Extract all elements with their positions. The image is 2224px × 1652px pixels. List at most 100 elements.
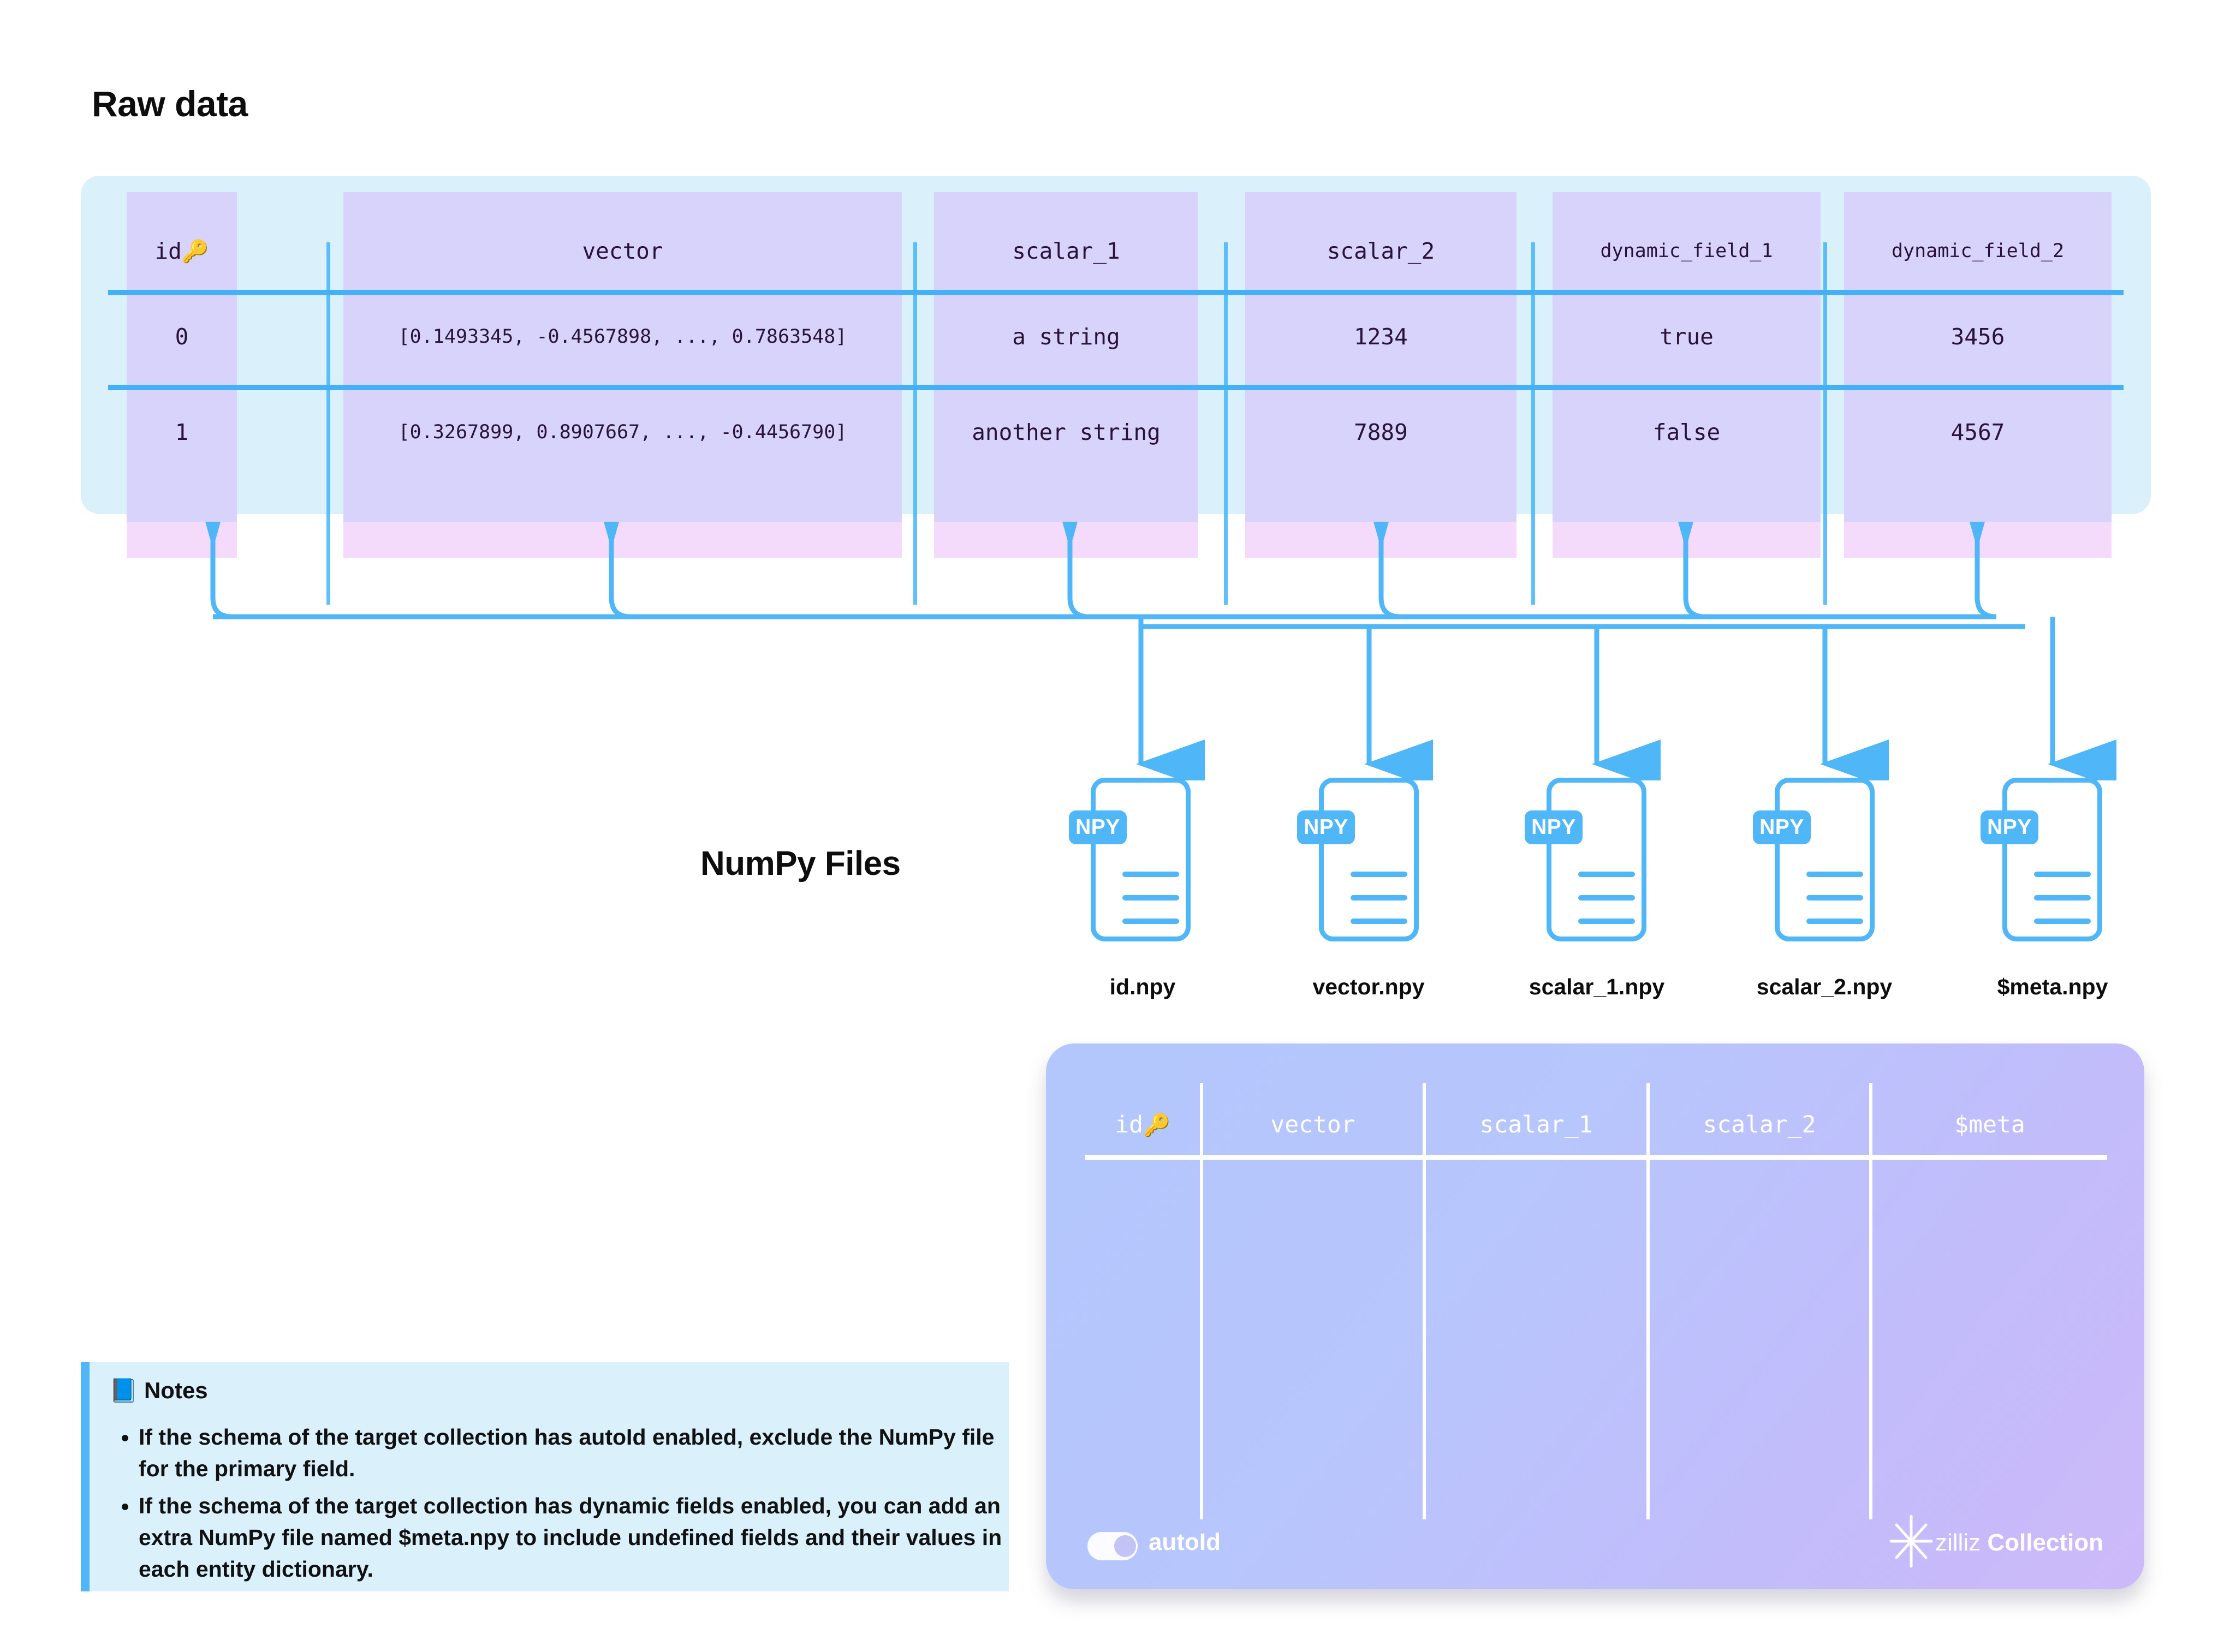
collection-header-rule [1085, 1155, 2107, 1160]
raw-hrule-row [108, 385, 2124, 390]
collection-header-scalar-1: scalar_1 [1479, 1111, 1593, 1138]
npy-doc-line [1351, 895, 1407, 900]
npy-doc-line [1122, 895, 1179, 900]
notes-list: If the schema of the target collection h… [108, 1421, 1018, 1590]
notes-item-2-part-a: If the schema of the target collection h… [139, 1493, 1001, 1550]
zilliz-brand-name: zilliz [1935, 1529, 1981, 1556]
npy-doc-line [2034, 919, 2091, 924]
notes-header: 📘 Notes [109, 1377, 208, 1404]
notes-icon: 📘 [109, 1377, 138, 1403]
raw-header-id-text: id [154, 238, 182, 264]
collection-vsep [1423, 1083, 1426, 1519]
raw-vsep-4 [1531, 242, 1535, 605]
notes-list-item: If the schema of the target collection h… [139, 1490, 1018, 1585]
page-title-numpy-files: NumPy Files [700, 845, 901, 882]
npy-card [2002, 778, 2102, 941]
raw-column-dynamic-field-2 [1844, 192, 2112, 522]
raw-column-vector [343, 192, 902, 522]
npy-card [1775, 778, 1875, 941]
zilliz-collection-panel: id🔑 vector scalar_1 scalar_2 $meta [1046, 1043, 2144, 1589]
raw-cell-id-0: 0 [175, 324, 189, 350]
npy-badge: NPY [1753, 810, 1811, 844]
notes-title: Notes [144, 1377, 208, 1403]
collection-vsep [1646, 1083, 1650, 1519]
npy-badge: NPY [1981, 810, 2038, 844]
raw-cell-scalar-2-1: 7889 [1354, 419, 1408, 445]
npy-file-label-id: id.npy [1109, 974, 1176, 999]
npy-doc-line [1806, 919, 1863, 924]
npy-file-label-scalar-2: scalar_2.npy [1756, 974, 1893, 999]
npy-file-scalar-2[interactable]: NPY [1753, 778, 1875, 941]
raw-vsep-1 [326, 242, 330, 605]
raw-cell-scalar-1-0: a string [1012, 324, 1120, 350]
npy-file-id[interactable]: NPY [1069, 778, 1191, 941]
raw-cell-scalar-2-0: 1234 [1354, 324, 1408, 350]
raw-column-scalar-1 [934, 192, 1198, 522]
notes-item-2-filename: $meta.npy [399, 1525, 510, 1550]
npy-card [1547, 778, 1646, 941]
autoid-toggle-knob[interactable] [1114, 1535, 1136, 1557]
raw-column-scalar-2 [1245, 192, 1517, 522]
collection-header-id-text: id [1115, 1111, 1143, 1138]
raw-hrule-header [108, 290, 2124, 295]
npy-doc-line [1578, 919, 1635, 924]
raw-header-id: id🔑 [127, 235, 237, 267]
raw-vsep-2 [913, 242, 917, 605]
zilliz-star-icon [1889, 1515, 1933, 1567]
collection-vsep [1200, 1083, 1203, 1519]
raw-column-id [127, 192, 237, 522]
npy-badge: NPY [1069, 810, 1127, 844]
npy-doc-line [2034, 895, 2091, 900]
npy-file-label-meta: $meta.npy [1997, 974, 2108, 999]
collection-header-scalar-2: scalar_2 [1703, 1111, 1816, 1138]
raw-vsep-5 [1823, 242, 1827, 605]
raw-column-dynamic-field-1 [1553, 192, 1821, 522]
npy-doc-line [1351, 872, 1407, 877]
npy-doc-line [1122, 919, 1179, 924]
raw-cell-vector-0: [0.1493345, -0.4567898, ..., 0.7863548] [398, 326, 847, 348]
npy-doc-line [1351, 919, 1407, 924]
npy-badge: NPY [1297, 810, 1355, 844]
zilliz-brand-suffix: Collection [1987, 1529, 2104, 1556]
raw-cell-dynamic-field-2-1: 4567 [1951, 419, 2005, 445]
page-title-raw-data: Raw data [92, 84, 248, 124]
npy-file-label-vector: vector.npy [1312, 974, 1425, 999]
npy-file-scalar-1[interactable]: NPY [1525, 778, 1646, 941]
npy-card [1091, 778, 1191, 941]
raw-cell-id-1: 1 [175, 419, 189, 445]
raw-cell-vector-1: [0.3267899, 0.8907667, ..., -0.4456790] [398, 421, 847, 443]
collection-header-vector: vector [1270, 1111, 1355, 1138]
flow-connectors [205, 522, 2116, 780]
notes-list-item: If the schema of the target collection h… [139, 1421, 1018, 1484]
raw-header-dynamic-field-2: dynamic_field_2 [1891, 240, 2065, 262]
notes-item-2-part-b: to include undefined fields and their va… [139, 1525, 1002, 1582]
zilliz-collection-brand: zilliz Collection [1935, 1529, 2103, 1556]
npy-card [1319, 778, 1419, 941]
raw-header-dynamic-field-1: dynamic_field_1 [1600, 240, 1773, 262]
npy-badge: NPY [1525, 810, 1583, 844]
raw-header-vector: vector [582, 238, 663, 264]
autoid-toggle-label: autoId [1149, 1529, 1221, 1555]
collection-header-meta: $meta [1954, 1111, 2025, 1138]
raw-header-scalar-1: scalar_1 [1012, 238, 1120, 264]
collection-header-id: id🔑 [1085, 1108, 1200, 1142]
npy-file-meta[interactable]: NPY [1981, 778, 2102, 941]
notes-panel [81, 1362, 1009, 1591]
npy-doc-line [2034, 872, 2091, 877]
npy-doc-line [1578, 895, 1635, 900]
npy-doc-line [1122, 872, 1179, 877]
npy-file-label-scalar-1: scalar_1.npy [1529, 974, 1665, 999]
npy-doc-line [1578, 872, 1635, 877]
notes-accent-bar [81, 1362, 90, 1591]
key-icon: 🔑 [181, 239, 209, 264]
raw-column-vector-footer [343, 522, 902, 558]
key-icon: 🔑 [1143, 1113, 1170, 1138]
raw-vsep-3 [1224, 242, 1228, 605]
raw-cell-dynamic-field-2-0: 3456 [1951, 324, 2005, 350]
npy-doc-line [1806, 895, 1863, 900]
npy-file-vector[interactable]: NPY [1297, 778, 1419, 941]
raw-cell-scalar-1-1: another string [972, 419, 1161, 445]
raw-cell-dynamic-field-1-1: false [1652, 419, 1721, 445]
npy-doc-line [1806, 872, 1863, 877]
raw-cell-dynamic-field-1-0: true [1660, 324, 1714, 350]
